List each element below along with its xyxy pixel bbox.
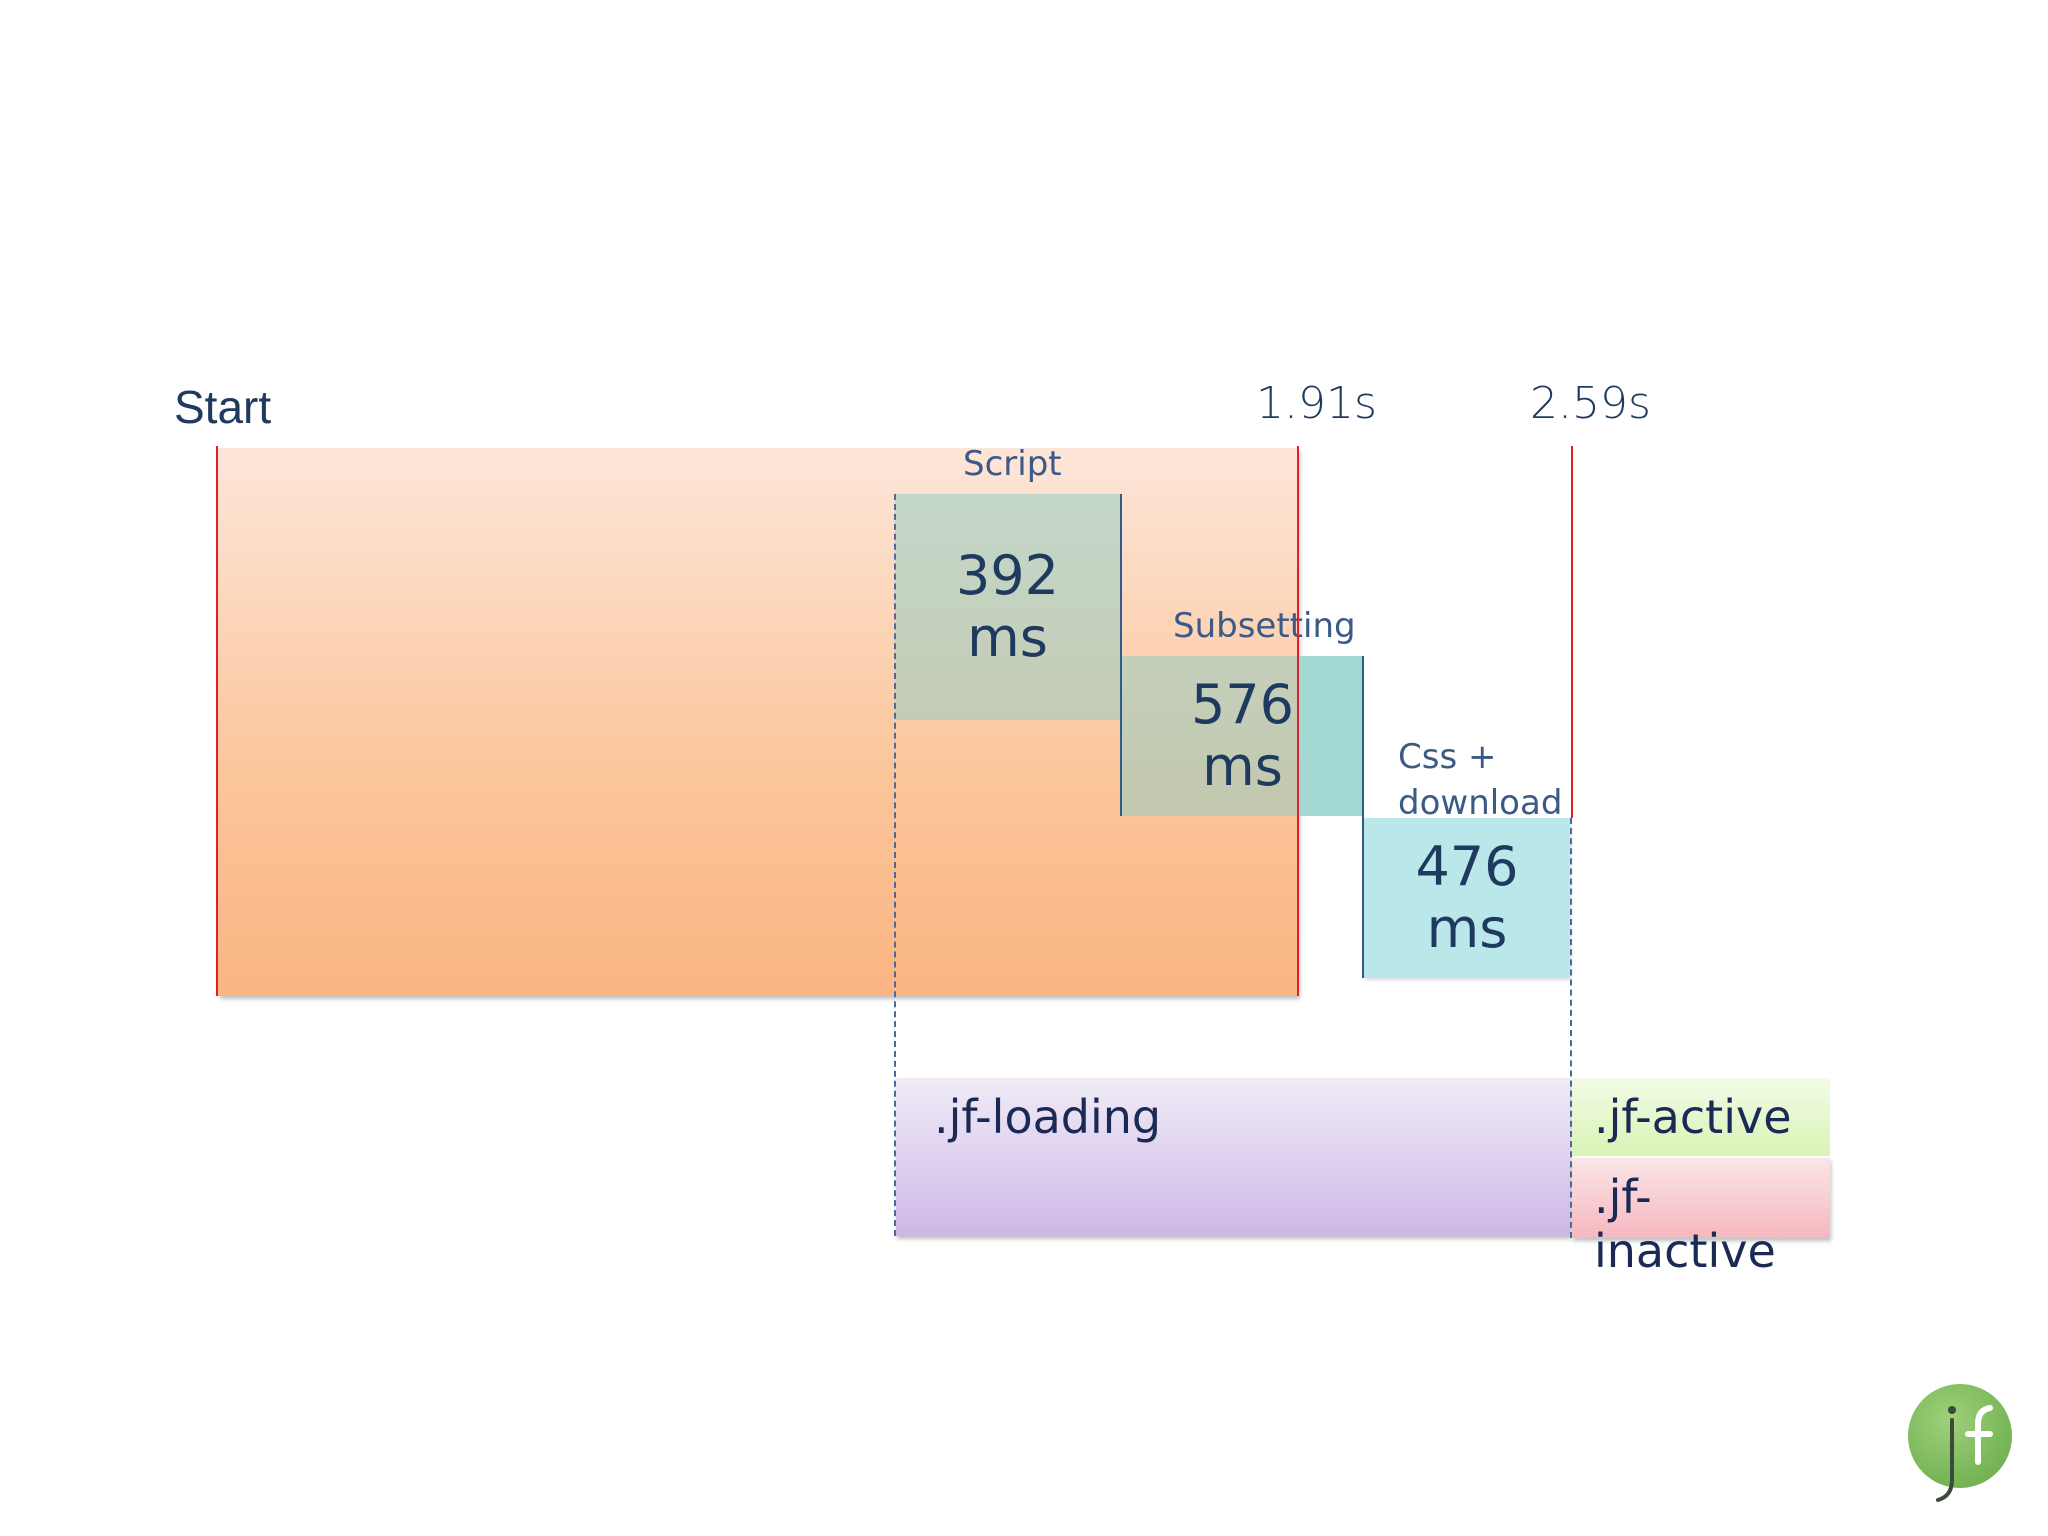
marker-191s-line <box>1297 446 1299 996</box>
subsetting-duration-value: 576 <box>1190 673 1295 736</box>
script-block-edge <box>1120 494 1122 816</box>
css-download-label: Css + download <box>1398 734 1562 826</box>
jf-loading-bar: .jf-loading <box>896 1078 1570 1236</box>
jf-active-label: .jf-active <box>1594 1090 1792 1144</box>
subsetting-duration-unit: ms <box>1202 735 1283 798</box>
start-marker-line <box>216 446 218 996</box>
jf-active-bar: .jf-active <box>1572 1078 1830 1156</box>
marker-259s-label: 2.59s <box>1530 378 1651 429</box>
loading-end-guide <box>1570 818 1572 1238</box>
jf-inactive-label: .jf-inactive <box>1594 1170 1776 1278</box>
subsetting-block: 576 ms <box>1121 656 1364 816</box>
script-duration-value: 392 <box>955 544 1060 607</box>
css-download-block: 476 ms <box>1364 818 1570 978</box>
script-label: Script <box>963 444 1062 484</box>
subsetting-label: Subsetting <box>1173 606 1356 646</box>
subsetting-block-edge <box>1362 656 1364 978</box>
script-block: 392 ms <box>895 494 1120 720</box>
start-label: Start <box>174 381 272 433</box>
css-download-label-line1: Css + <box>1398 737 1497 777</box>
css-download-label-line2: download <box>1398 783 1563 823</box>
jf-logo-icon <box>1908 1384 2012 1502</box>
css-download-duration-value: 476 <box>1415 835 1519 898</box>
jf-loading-label: .jf-loading <box>934 1090 1162 1144</box>
css-download-duration-unit: ms <box>1426 897 1508 960</box>
jf-inactive-bar: .jf-inactive <box>1572 1158 1830 1278</box>
marker-191s-label: 1.91s <box>1256 378 1377 429</box>
loading-start-guide <box>894 494 896 1236</box>
marker-259s-line <box>1571 446 1573 818</box>
script-duration-unit: ms <box>967 606 1048 669</box>
